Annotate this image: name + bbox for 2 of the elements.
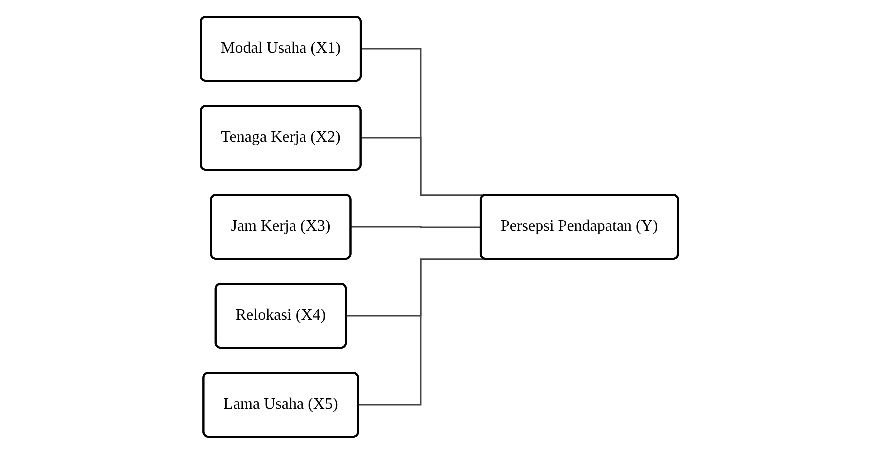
connector [350,226,482,228]
connector [358,258,552,406]
